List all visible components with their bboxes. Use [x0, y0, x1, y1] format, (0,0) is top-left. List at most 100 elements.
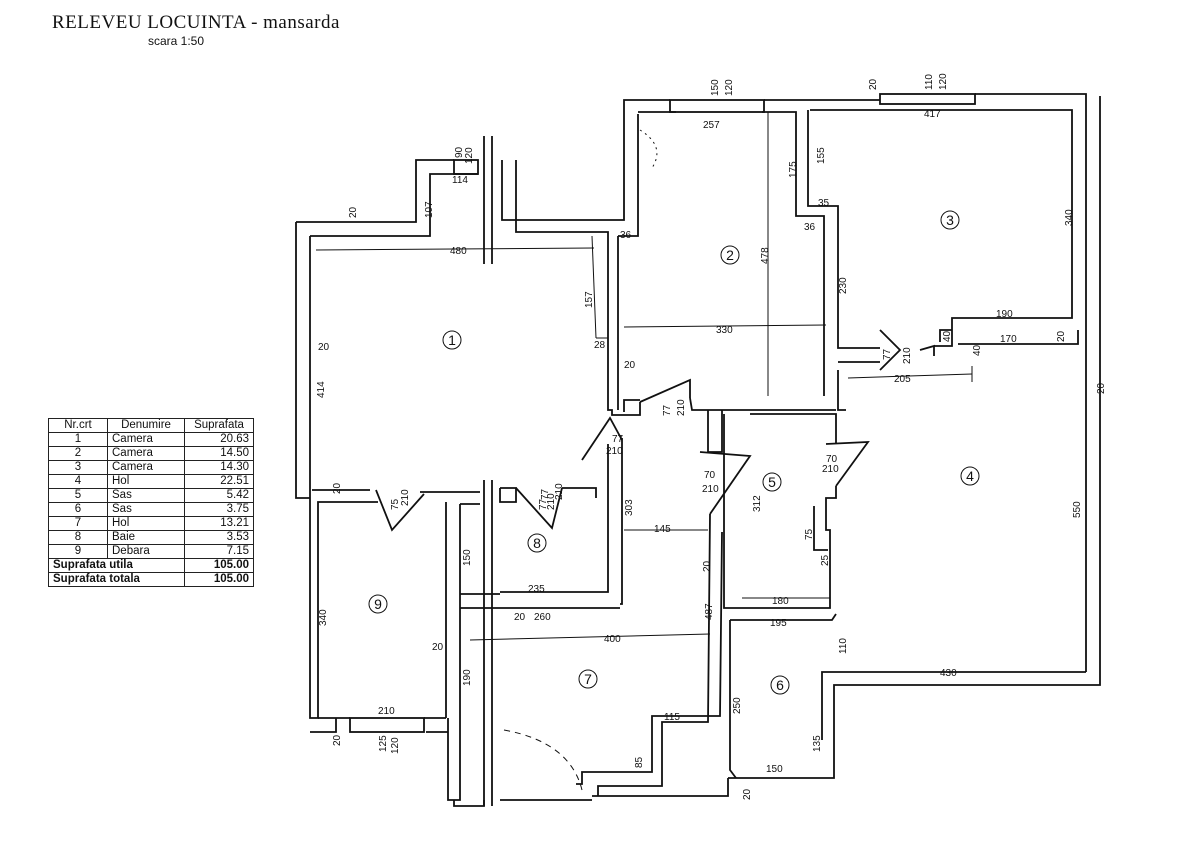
row-name: Camera: [107, 446, 185, 461]
dim-label: 180: [772, 596, 789, 607]
dim-label: 340: [1064, 209, 1075, 226]
row-nr: 2: [48, 446, 108, 461]
dim-label: 417: [924, 109, 941, 120]
dim-label: 414: [316, 381, 327, 398]
dim-label: 75: [804, 528, 815, 540]
door: [919, 344, 935, 356]
inner-wall: [500, 444, 609, 593]
outer-wall: [515, 160, 641, 416]
dim-label: 480: [450, 246, 467, 257]
outer-wall: [821, 671, 1086, 740]
row-nr: 8: [48, 530, 108, 545]
plan-scale: scara 1:50: [148, 34, 205, 48]
dim-label: 20: [318, 342, 330, 353]
svg-text:2: 2: [726, 247, 734, 263]
dim-label: 36: [620, 230, 632, 241]
room-marker-4: 4: [960, 466, 980, 486]
room-marker-9: 9: [368, 594, 388, 614]
dim-label: 330: [716, 325, 733, 336]
dim-label: 20: [742, 788, 753, 800]
svg-text:9: 9: [374, 596, 382, 612]
dim-label: 77: [612, 434, 624, 445]
door: [581, 416, 623, 461]
dimension-labels: 20 107 90 120 114 480 150 120 257 175 47…: [316, 73, 1107, 800]
inner-wall: [562, 487, 597, 498]
total-area-label: Suprafata totala: [48, 572, 185, 587]
dim-label: 77: [882, 348, 893, 360]
outer-wall: [939, 329, 952, 342]
header-area: Suprafata: [184, 418, 254, 433]
dim-label: 20: [332, 734, 343, 746]
dim-label: 77: [540, 488, 551, 500]
dim-label: 230: [838, 277, 849, 294]
door: [699, 451, 752, 515]
row-area: 3.53: [184, 530, 254, 545]
row-name: Camera: [107, 432, 185, 447]
dim-label: 210: [606, 446, 623, 457]
row-nr: 3: [48, 460, 108, 475]
inner-wall: [707, 410, 723, 453]
row-area: 14.30: [184, 460, 254, 475]
dim-label: 36: [804, 222, 816, 233]
door: [639, 378, 691, 403]
inner-wall: [729, 620, 737, 779]
inner-wall: [309, 498, 378, 719]
outer-wall: [295, 222, 310, 499]
inner-wall: [730, 613, 837, 621]
dim-label: 125: [378, 735, 389, 752]
dim-label: 115: [664, 712, 680, 723]
room-marker-8: 8: [527, 533, 547, 553]
dim-label: 90: [454, 146, 465, 158]
dim-label: 150: [766, 764, 783, 775]
dim-label: 155: [816, 147, 827, 164]
dim-label: 210: [676, 399, 687, 416]
dim-label: 40: [942, 330, 953, 342]
outer-wall: [762, 111, 825, 396]
dim-label: 235: [528, 584, 545, 595]
useful-area-label: Suprafata utila: [48, 558, 185, 573]
dim-label: 340: [318, 609, 329, 626]
dim-label: 478: [760, 247, 771, 264]
svg-text:5: 5: [768, 474, 776, 490]
dim-label: 190: [996, 309, 1013, 320]
dim-label: 110: [924, 74, 935, 90]
row-area: 14.50: [184, 446, 254, 461]
svg-text:8: 8: [533, 535, 541, 551]
dim-label: 400: [604, 634, 621, 645]
dim-label: 114: [452, 175, 468, 186]
dim-label: 28: [594, 340, 606, 351]
dim-label: 210: [378, 706, 395, 717]
dim-label: 120: [464, 147, 475, 164]
door-arc: [503, 729, 583, 791]
window: [453, 159, 479, 175]
row-area: 13.21: [184, 516, 254, 531]
dim-label: 20: [1096, 382, 1107, 394]
inner-wall: [813, 506, 828, 551]
dim-label: 40: [972, 344, 983, 356]
total-area-value: 105.00: [184, 572, 254, 587]
row-name: Camera: [107, 460, 185, 475]
row-name: Baie: [107, 530, 185, 545]
row-name: Debara: [107, 544, 185, 559]
header-nr: Nr.crt: [48, 418, 108, 433]
room-marker-7: 7: [578, 669, 598, 689]
outer-wall: [958, 330, 1079, 345]
svg-text:7: 7: [584, 671, 592, 687]
svg-text:3: 3: [946, 212, 954, 228]
dim-label: 257: [703, 120, 720, 131]
dim-label: 75: [390, 498, 401, 510]
dim-label: 20: [868, 78, 879, 90]
useful-area-value: 105.00: [184, 558, 254, 573]
inner-wall: [592, 778, 729, 797]
dim-label: 210: [554, 483, 565, 500]
inner-wall: [620, 438, 623, 605]
outer-wall: [810, 109, 1073, 347]
